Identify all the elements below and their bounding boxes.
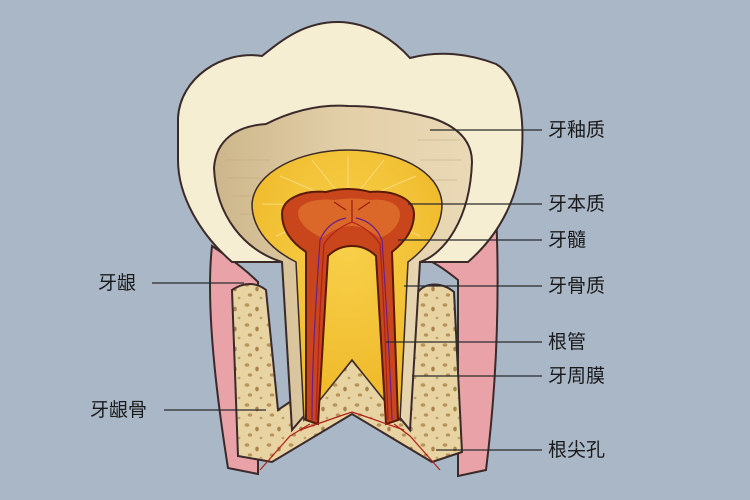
label-cementum: 牙骨质 [548, 275, 606, 297]
pulp-chamber [280, 188, 416, 426]
leader-lines [152, 129, 542, 451]
label-pulp: 牙髓 [548, 229, 587, 251]
blood-vessels [259, 200, 441, 471]
label-root-canal: 根管 [548, 331, 587, 353]
label-periodontal-membrane: 牙周膜 [548, 365, 606, 387]
label-gingiva: 牙龈 [98, 272, 137, 294]
label-enamel: 牙釉质 [548, 119, 606, 141]
label-apical-foramen: 根尖孔 [548, 439, 606, 461]
label-alveolar-bone: 牙龈骨 [90, 399, 148, 421]
label-dentin: 牙本质 [548, 193, 606, 215]
